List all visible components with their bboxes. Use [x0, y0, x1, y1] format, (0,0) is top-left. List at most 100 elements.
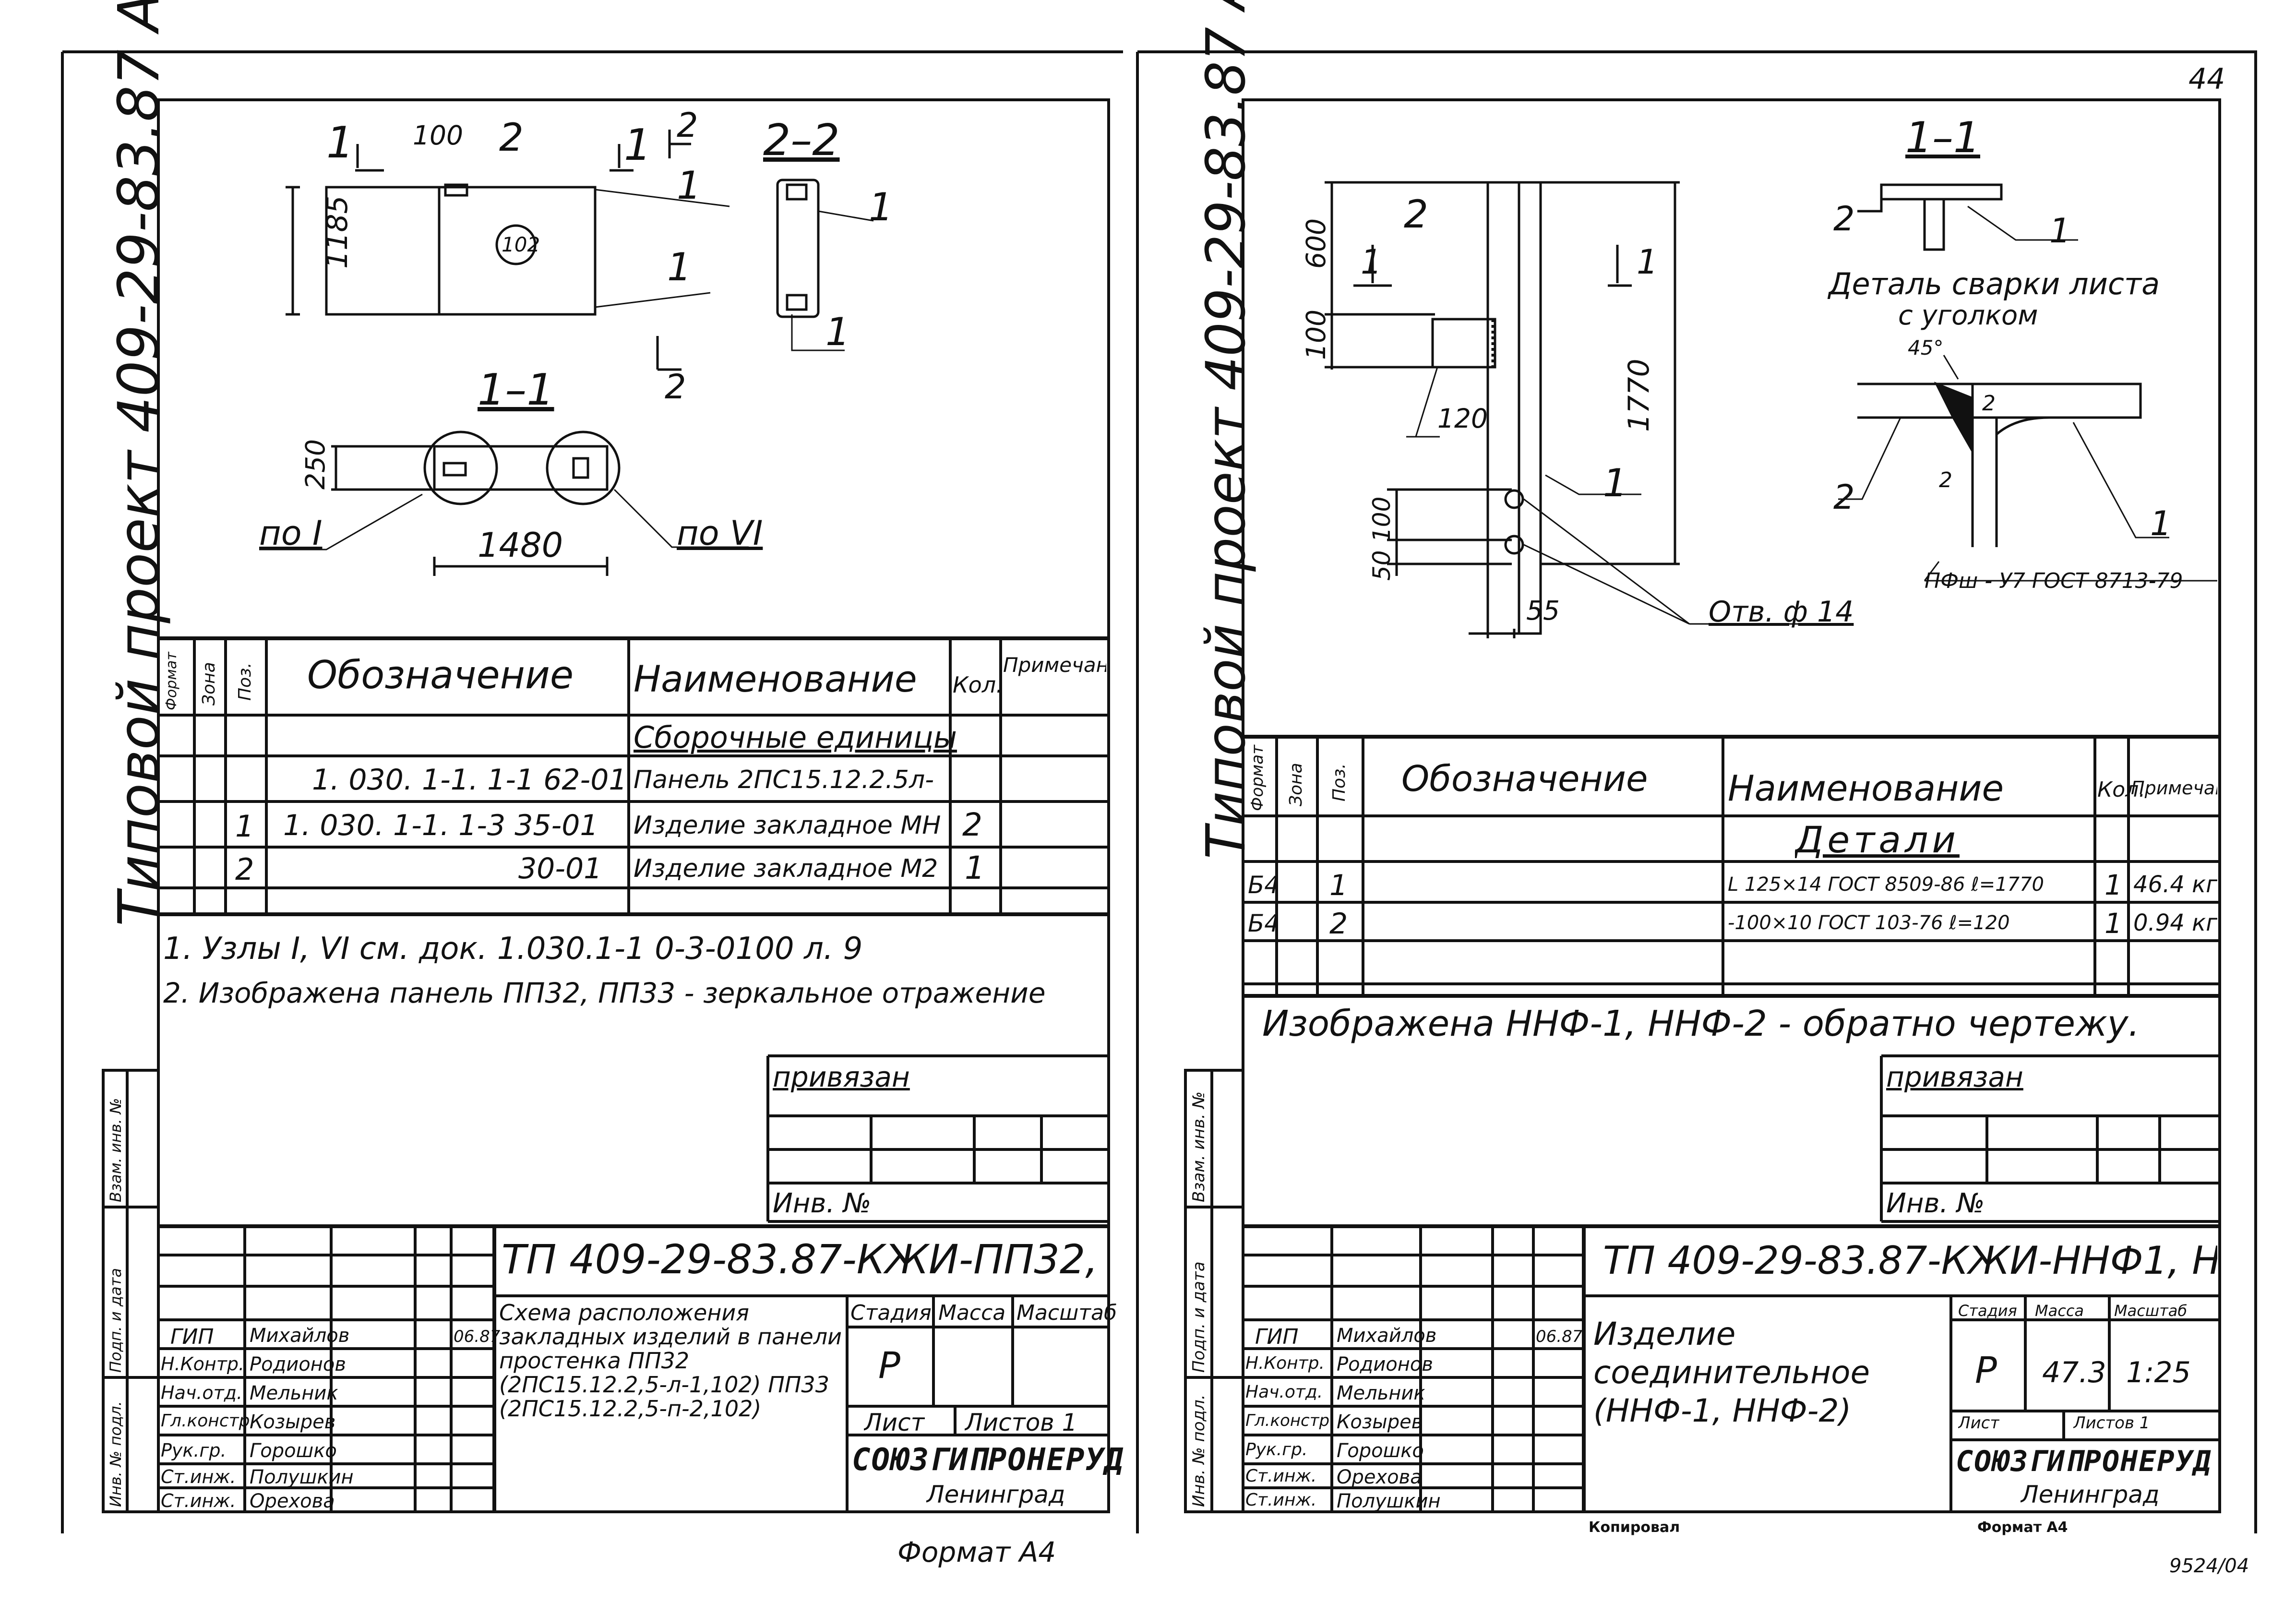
right-spec-row1-pos: 1 — [1329, 869, 1348, 902]
right-stage-value: Р — [1975, 1349, 1997, 1391]
right-inv-no: Инв. № — [1886, 1188, 1985, 1219]
left-spec-h-format: Формат — [163, 652, 180, 710]
left-pos-2-label: 2 — [499, 115, 524, 160]
signer-role: Рук.гр. — [1245, 1440, 1308, 1459]
left-stamp-vzam: Взам. инв. № — [107, 1098, 125, 1202]
left-spec-row2-pos: 1 — [235, 809, 254, 844]
right-doc-title: Изделие соединительное (ННФ-1, ННФ-2) — [1593, 1316, 1870, 1429]
right-spec-h-format: Формат — [1248, 745, 1267, 811]
right-spec-h-name: Наименование — [1728, 768, 2004, 809]
left-spec-h-designation: Обозначение — [307, 653, 574, 697]
left-leader-1a: 1 — [677, 163, 701, 208]
right-detail-pos-2b: 2 — [1833, 478, 1855, 517]
left-section-mark-1b: 1 — [624, 120, 652, 170]
left-doc-title: Схема расположения закладных изделий в п… — [499, 1301, 842, 1421]
right-spec-section: Детали — [1795, 818, 1960, 861]
right-note-1: Изображена ННФ-1, ННФ-2 - обратно чертеж… — [1262, 1003, 2140, 1044]
right-sheet-label: Лист — [1958, 1413, 2000, 1433]
right-spec-row2-format: Б4 — [1248, 909, 1280, 937]
right-pos-2: 2 — [1404, 192, 1428, 237]
right-spec-h-pos: Поз. — [1329, 763, 1349, 802]
left-section-mark-1: 1 — [326, 118, 354, 168]
right-stamp-sign: Подп. и дата — [1189, 1261, 1208, 1373]
left-side-title: Типовой проект 409-29-83.87 Альбом 3 — [106, 0, 172, 926]
left-section-mark-2: 2 — [677, 106, 698, 145]
left-stage-label: Стадия — [850, 1301, 932, 1325]
right-copied-label: Копировал — [1589, 1519, 1680, 1536]
left-format: Формат А4 — [897, 1536, 1056, 1568]
right-spec-row1-note: 46.4 кг — [2133, 871, 2217, 898]
left-node-VI: по VI — [677, 514, 763, 553]
left-depth-dim: 250 — [300, 439, 331, 490]
signer-date: 06.87 — [454, 1327, 501, 1346]
left-circle-label: 102 — [502, 233, 540, 256]
left-dim-100: 100 — [413, 120, 463, 151]
signer-name: Орехова — [250, 1490, 335, 1512]
right-dim-600: 600 — [1301, 218, 1331, 269]
right-city: Ленинград — [2021, 1481, 2160, 1508]
right-angle: 45° — [1908, 336, 1944, 359]
left-spec-h-qty: Кол. — [953, 672, 1003, 698]
signer-role: Ст.инж. — [1245, 1490, 1317, 1510]
left-width-dim: 1480 — [478, 526, 563, 565]
right-spec-h-designation: Обозначение — [1401, 758, 1648, 800]
right-spec-row2-qty: 1 — [2105, 907, 2122, 940]
signer-name: Полушкин — [1337, 1490, 1441, 1512]
signer-name: Орехова — [1337, 1466, 1422, 1488]
left-stamp-sign: Подп. и дата — [107, 1268, 125, 1373]
left-note-1: 1. Узлы I, VI см. док. 1.030.1-1 0-3-010… — [163, 931, 863, 967]
left-height-dim: 1185 — [321, 195, 354, 269]
right-spec-row1-qty: 1 — [2105, 869, 2122, 901]
signer-role: ГИП — [1255, 1325, 1299, 1349]
left-spec-row2-designation: 1. 030. 1-1. 1-3 35-01 — [283, 809, 598, 842]
right-dim-100b: 100 — [1368, 496, 1396, 542]
signer-role: Нач.отд. — [161, 1382, 243, 1403]
right-spec-row2-name: -100×10 ГОСТ 103-76 ℓ=120 — [1728, 912, 2010, 934]
signer-date: 06.87 — [1536, 1327, 1583, 1346]
left-spec-section: Сборочные единицы — [634, 720, 957, 755]
signer-role: Ст.инж. — [161, 1490, 236, 1511]
left-leader-1c: 1 — [869, 185, 893, 229]
right-detail-pos-2a: 2 — [1833, 199, 1855, 239]
right-stage-label: Стадия — [1958, 1302, 2017, 1320]
right-spec-row1-name: L 125×14 ГОСТ 8509-86 ℓ=1770 — [1728, 873, 2045, 896]
right-section-mark-b: 1 — [1637, 242, 1658, 282]
right-privyazan: привязан — [1886, 1061, 2023, 1093]
left-scale-label: Масштаб — [1016, 1301, 1117, 1325]
left-spec-h-name: Наименование — [634, 658, 917, 700]
right-spec-h-qty: Кол. — [2097, 778, 2146, 802]
left-section-mark-2b: 2 — [665, 367, 686, 407]
right-scale-label: Масштаб — [2114, 1302, 2188, 1320]
right-dim-55: 55 — [1526, 595, 1560, 626]
left-panel-drawing — [259, 130, 874, 576]
signer-name: Козырев — [1337, 1411, 1423, 1433]
right-spec-h-note: Примечание — [2131, 778, 2217, 799]
signer-role: Гл.констр. — [1245, 1411, 1335, 1430]
left-spec-row3-name: Изделие закладное М2 — [634, 854, 938, 883]
left-sheet-label: Лист — [864, 1409, 925, 1436]
signer-role: Нач.отд. — [1245, 1382, 1323, 1402]
left-stamp-inv: Инв. № подл. — [107, 1401, 125, 1507]
left-spec-row2-qty: 2 — [962, 806, 982, 843]
right-spec-row2-note: 0.94 кг — [2133, 909, 2217, 936]
left-spec-row3-qty: 1 — [965, 849, 985, 886]
left-leader-1d: 1 — [825, 310, 850, 354]
left-spec-row3-designation: 30-01 — [518, 852, 602, 885]
left-note-2: 2. Изображена панель ПП32, ПП33 - зеркал… — [163, 977, 1046, 1009]
left-section-1-1-title: 1–1 — [478, 365, 554, 415]
signer-role: Н.Контр. — [161, 1353, 245, 1375]
signer-name: Родионов — [250, 1353, 346, 1376]
right-pos-1: 1 — [1603, 461, 1627, 505]
left-section-2-2-title: 2–2 — [763, 115, 840, 166]
page-number: 44 — [2188, 62, 2225, 96]
right-detail-title-2: с уголком — [1898, 300, 2038, 331]
signer-name: Михайлов — [1337, 1325, 1437, 1347]
left-node-I: по I — [259, 514, 323, 553]
signer-name: Горошко — [250, 1440, 337, 1462]
left-leader-1b: 1 — [667, 245, 692, 289]
right-archive-no: 9524/04 — [2169, 1555, 2249, 1577]
right-detail-pos-1b: 1 — [2150, 504, 2172, 543]
right-detail-pos-1a: 1 — [2049, 211, 2071, 251]
right-part-drawing — [1325, 181, 2217, 638]
